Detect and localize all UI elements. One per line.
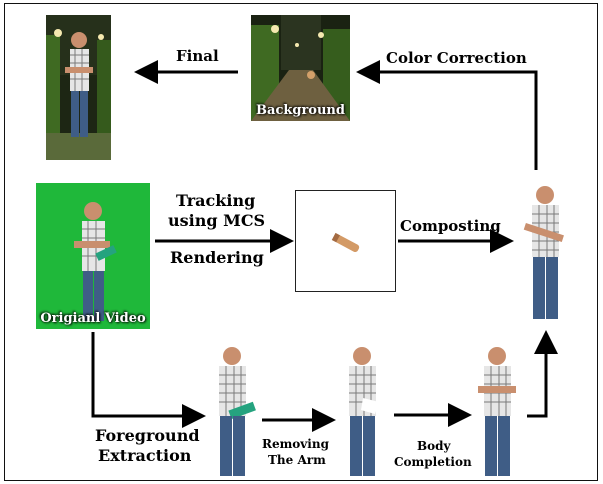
label-tracking: Tracking bbox=[176, 191, 256, 210]
label-final: Final bbox=[176, 47, 219, 65]
foreground-person bbox=[205, 340, 260, 480]
label-extraction: Extraction bbox=[98, 446, 192, 465]
label-using-mcs: using MCS bbox=[168, 211, 266, 230]
arrow-completed-to-composited bbox=[527, 330, 558, 418]
background-image: Background bbox=[251, 15, 350, 121]
final-image bbox=[46, 15, 111, 160]
body-completed-person bbox=[470, 340, 525, 480]
diagram-frame bbox=[4, 3, 598, 481]
label-color-correction: Color Correction bbox=[386, 49, 527, 67]
composited-person bbox=[518, 175, 573, 325]
label-body: Body bbox=[417, 439, 451, 453]
background-caption: Background bbox=[256, 103, 345, 118]
original-video-caption: Origianl Video bbox=[40, 311, 146, 326]
label-rendering: Rendering bbox=[170, 248, 264, 267]
arrow-composited-to-background bbox=[356, 60, 538, 170]
label-removing: Removing bbox=[262, 437, 329, 451]
rendered-arm-box bbox=[295, 190, 396, 292]
arrow-original-to-foreground bbox=[91, 332, 206, 428]
label-completion: Completion bbox=[394, 455, 472, 469]
original-video-image: Origianl Video bbox=[36, 183, 150, 329]
label-composting: Composting bbox=[400, 217, 501, 235]
rendered-arm bbox=[331, 232, 360, 253]
label-the-arm: The Arm bbox=[268, 453, 326, 467]
label-foreground: Foreground bbox=[95, 426, 200, 445]
arm-removed-person bbox=[335, 340, 390, 480]
